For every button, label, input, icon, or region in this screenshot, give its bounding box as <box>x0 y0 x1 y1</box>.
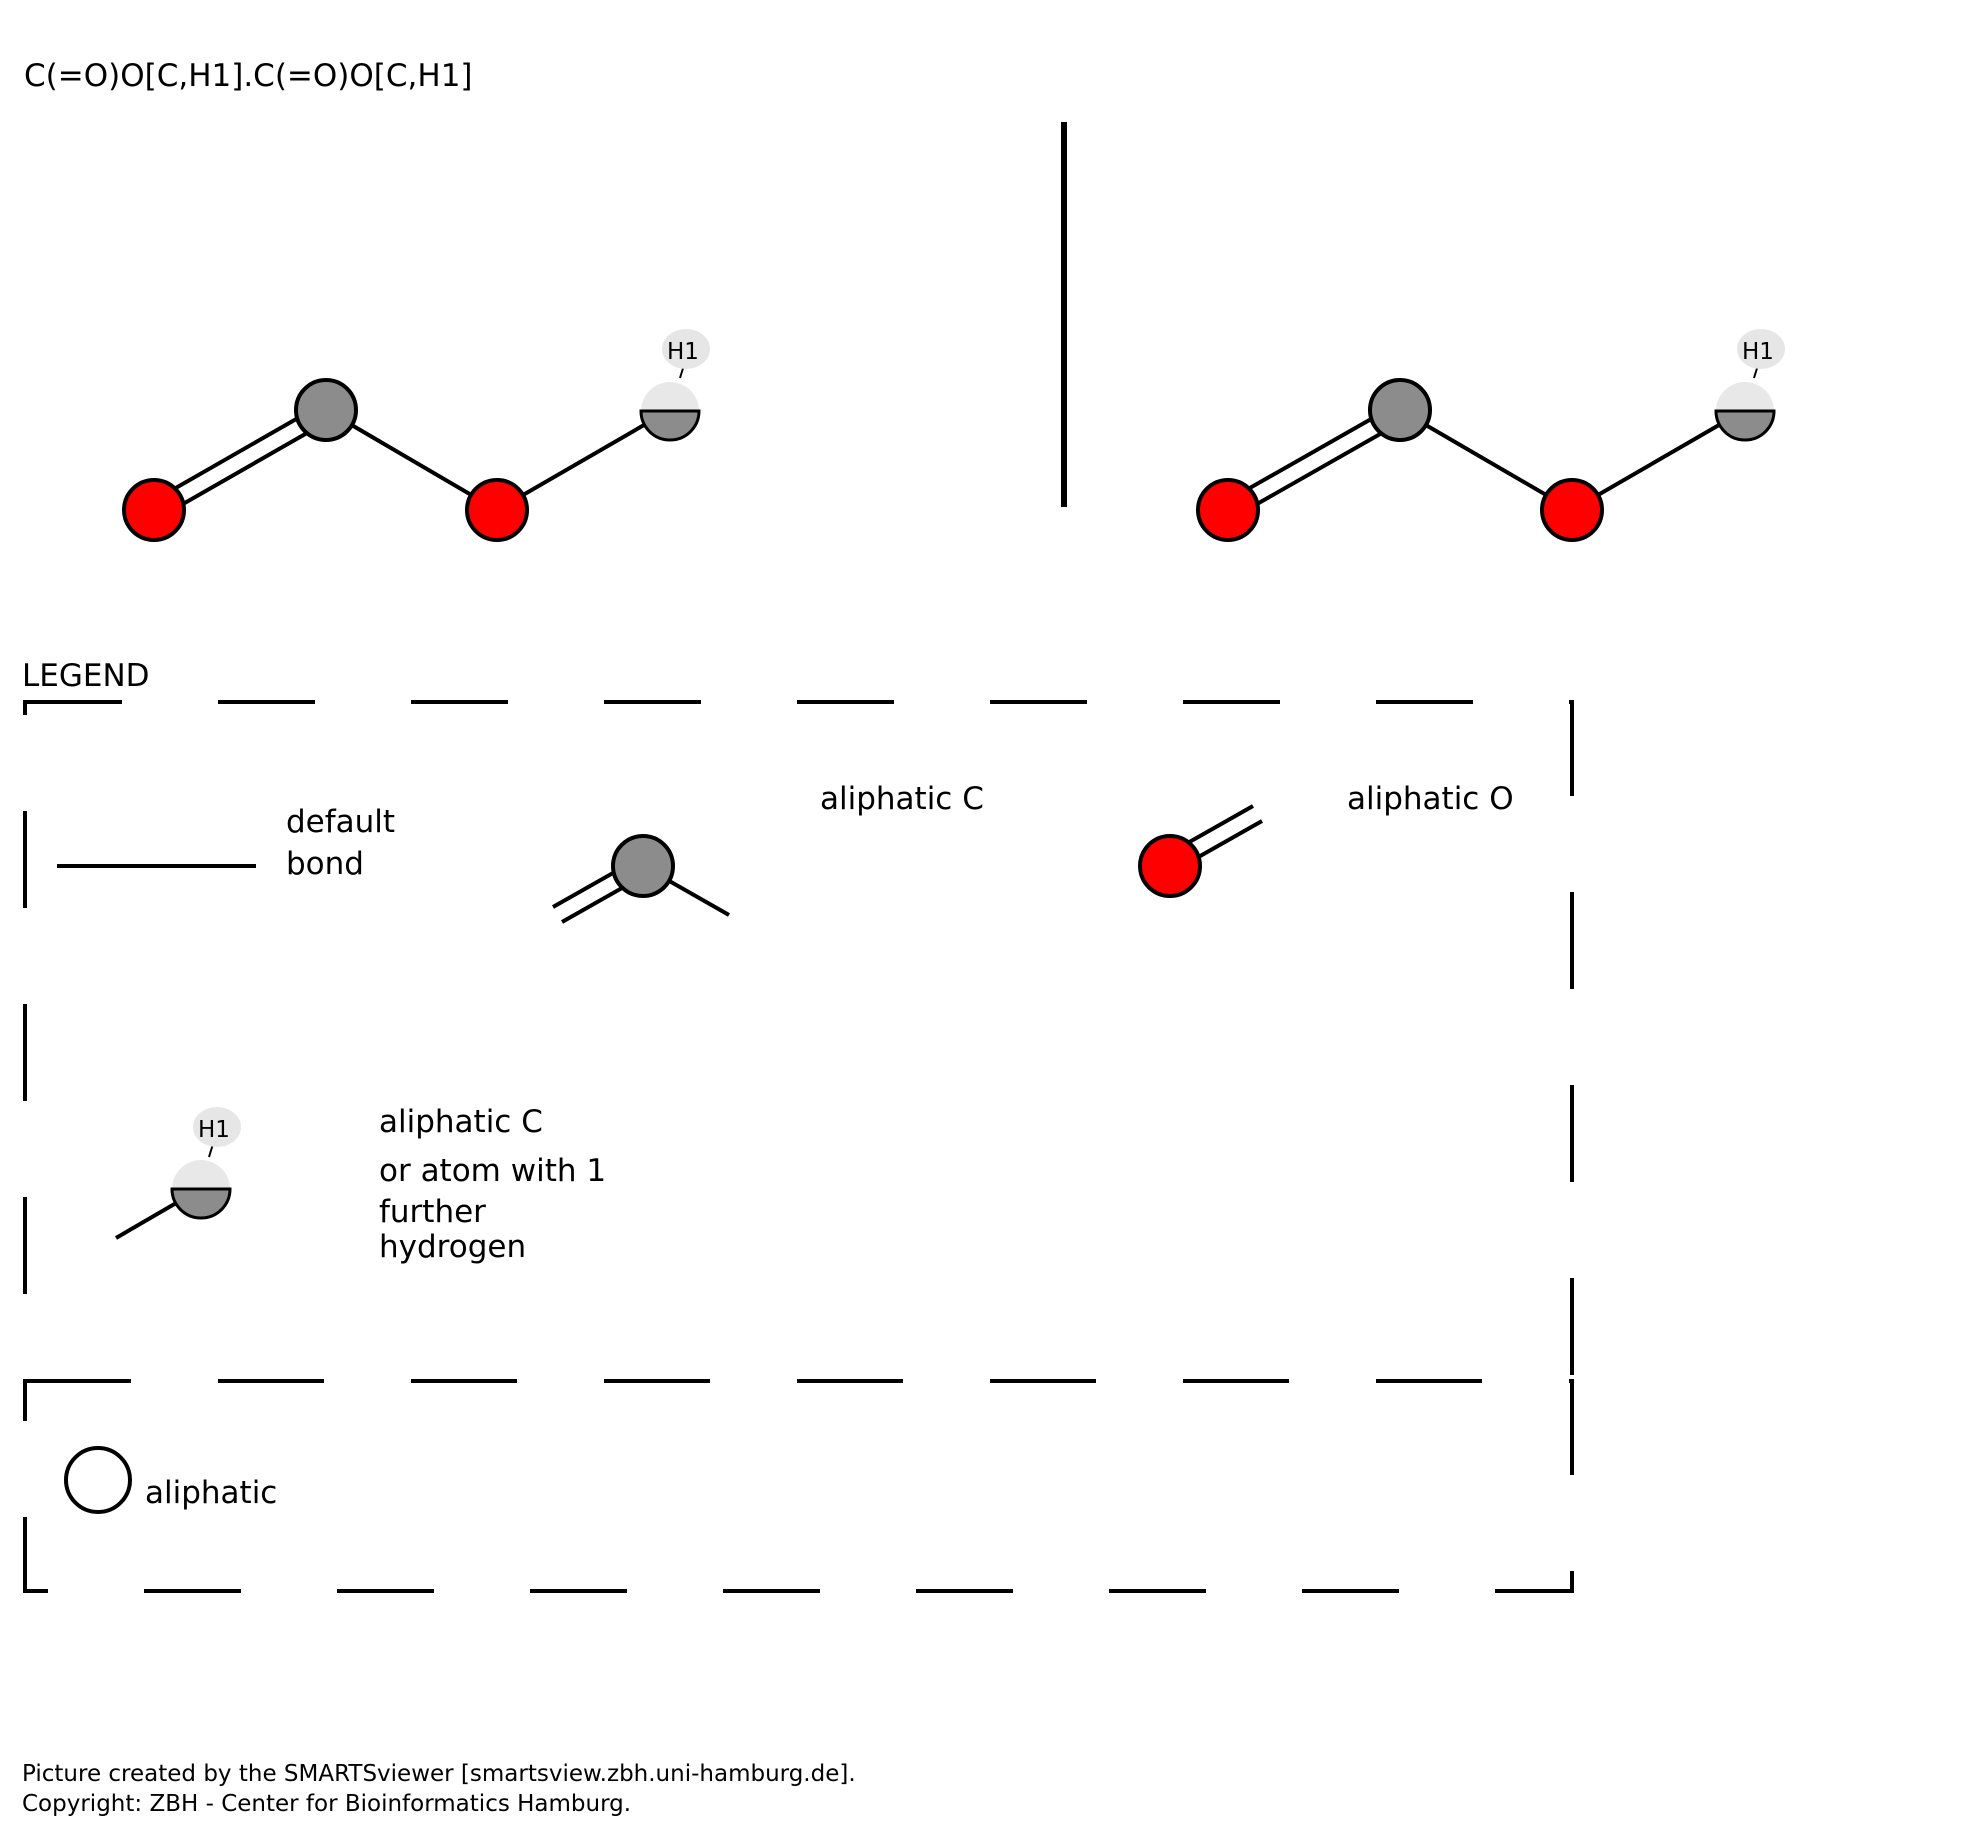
legend-border-lower <box>23 1379 1574 1593</box>
h1-label-badge <box>1737 329 1785 369</box>
molecule-1: H1 <box>122 329 710 542</box>
h1-label: H1 <box>667 339 699 365</box>
oxygen-atom <box>465 478 529 542</box>
legend-c-or-h1-label-line1: aliphatic C <box>379 1104 543 1140</box>
legend-h1-label: H1 <box>198 1117 230 1143</box>
footer-copyright: Copyright: ZBH - Center for Bioinformati… <box>22 1791 631 1817</box>
legend-c-or-h1-label-line4: hydrogen <box>379 1229 526 1265</box>
c-or-h1-atom-top <box>1716 382 1774 411</box>
carbon-atom <box>1368 378 1432 442</box>
legend-c-or-h1-atom-top <box>172 1160 230 1189</box>
h1-label: H1 <box>1742 339 1774 365</box>
single-bond <box>1398 408 1574 512</box>
legend-c-or-h1-label-line2: or atom with 1 <box>379 1153 606 1189</box>
legend-title: LEGEND <box>22 658 150 694</box>
h1-label-badge <box>662 329 710 369</box>
single-bond <box>1570 408 1747 512</box>
single-bond <box>495 408 672 512</box>
double-bond-line-a <box>166 408 313 495</box>
legend-c-or-h1-atom-bottom <box>170 1187 232 1220</box>
footer-credit: Picture created by the SMARTSviewer [sma… <box>22 1761 856 1787</box>
c-or-h1-atom-bottom <box>1714 409 1776 442</box>
smarts-string: C(=O)O[C,H1].C(=O)O[C,H1] <box>24 58 473 94</box>
legend-aliphatic-c-label: aliphatic C <box>820 781 984 817</box>
carbon-atom <box>294 378 358 442</box>
double-bond-line-b <box>175 423 322 510</box>
legend-c-or-h1-label-line3: further <box>379 1194 486 1230</box>
c-or-h1-atom-bottom <box>639 409 701 442</box>
legend: LEGEND default bond aliphatic C aliphati… <box>22 658 1574 1593</box>
oxygen-atom <box>1196 478 1260 542</box>
legend-aliphatic-label: aliphatic <box>145 1475 277 1511</box>
legend-h1-label-badge <box>193 1107 241 1147</box>
legend-aliphatic-circle <box>64 1446 132 1514</box>
double-bond-line-b <box>1249 423 1397 510</box>
legend-oxygen-atom <box>1138 834 1202 898</box>
oxygen-atom <box>122 478 186 542</box>
single-bond <box>324 408 499 512</box>
double-bond-line-a <box>1240 408 1388 495</box>
legend-default-bond-label-line1: default <box>286 804 395 840</box>
molecule-2: H1 <box>1196 329 1785 542</box>
c-or-h1-atom-top <box>641 382 699 411</box>
legend-border-upper <box>23 700 1574 1383</box>
legend-carbon-atom <box>611 834 675 898</box>
oxygen-atom <box>1540 478 1604 542</box>
legend-default-bond-label-line2: bond <box>286 846 364 882</box>
legend-aliphatic-o-label: aliphatic O <box>1347 781 1514 817</box>
